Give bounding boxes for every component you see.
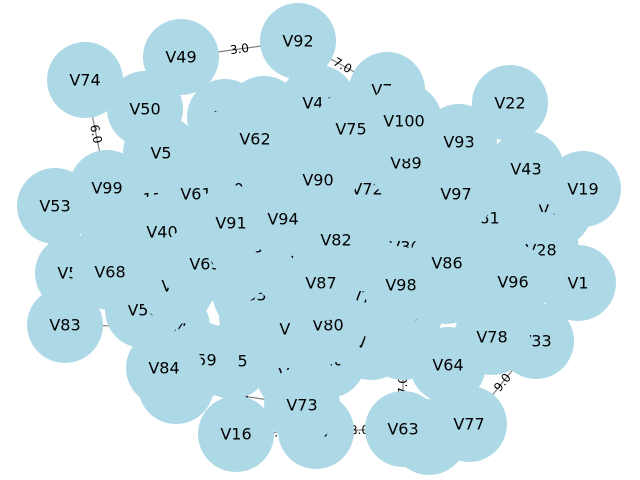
- node-V96: V96: [475, 244, 551, 320]
- node-V83: V83: [27, 287, 103, 363]
- node-circle-V100: [366, 83, 442, 159]
- edge-label-V63-V30: 7.0: [396, 376, 410, 395]
- edge-label-V74-V99: 6.0: [87, 123, 105, 145]
- node-label-V5: V5: [150, 144, 171, 163]
- node-circle-V92: [260, 3, 336, 79]
- node-layer: V1V2V3V4V5V6V7V8V9V10V11V12V13V14V15V16V…: [17, 3, 621, 475]
- node-circle-V84: [126, 330, 202, 406]
- node-circle-V87: [283, 245, 359, 321]
- node-label-V64: V64: [432, 356, 463, 375]
- node-circle-V74: [47, 42, 123, 118]
- node-label-V75: V75: [335, 120, 366, 139]
- node-circle-V94: [245, 181, 321, 257]
- node-label-V1: V1: [567, 274, 588, 293]
- node-label-V50: V50: [129, 100, 160, 119]
- node-V84: V84: [126, 330, 202, 406]
- node-label-V83: V83: [49, 316, 80, 335]
- node-label-V91: V91: [215, 214, 246, 233]
- node-V68: V68: [72, 234, 148, 310]
- node-label-V22: V22: [494, 94, 525, 113]
- node-circle-V96: [475, 244, 551, 320]
- node-label-V87: V87: [305, 274, 336, 293]
- node-label-V40: V40: [146, 223, 177, 242]
- node-V19: V19: [545, 151, 621, 227]
- node-label-V73: V73: [286, 396, 317, 415]
- node-label-V53: V53: [39, 197, 70, 216]
- node-V16: V16: [198, 396, 274, 472]
- node-V92: V92: [260, 3, 336, 79]
- node-V77: V77: [431, 386, 507, 462]
- node-circle-V83: [27, 287, 103, 363]
- edge-label-V92-V49: 3.0: [229, 41, 250, 57]
- node-circle-V63: [365, 391, 441, 467]
- node-label-V16: V16: [220, 425, 251, 444]
- node-label-V86: V86: [431, 254, 462, 273]
- node-label-V93: V93: [443, 133, 474, 152]
- node-V87: V87: [283, 245, 359, 321]
- node-circle-V97: [418, 156, 494, 232]
- node-circle-V50: [107, 71, 183, 147]
- node-label-V74: V74: [69, 71, 100, 90]
- node-V74: V74: [47, 42, 123, 118]
- node-V100: V100: [366, 83, 442, 159]
- node-V50: V50: [107, 71, 183, 147]
- node-label-V78: V78: [476, 328, 507, 347]
- node-circle-V73: [264, 367, 340, 443]
- node-circle-V16: [198, 396, 274, 472]
- node-circle-V68: [72, 234, 148, 310]
- node-V99: V99: [69, 150, 145, 226]
- node-label-V97: V97: [440, 185, 471, 204]
- node-label-V84: V84: [148, 359, 179, 378]
- node-V94: V94: [245, 181, 321, 257]
- node-label-V100: V100: [383, 112, 424, 131]
- node-V62: V62: [217, 101, 293, 177]
- node-label-V99: V99: [91, 179, 122, 198]
- node-label-V43: V43: [510, 160, 541, 179]
- node-label-V94: V94: [267, 210, 298, 229]
- node-label-V92: V92: [282, 32, 313, 51]
- node-label-V82: V82: [320, 231, 351, 250]
- node-label-V49: V49: [165, 48, 196, 67]
- node-label-V19: V19: [567, 180, 598, 199]
- edge-label-V37-V63: 8.0: [350, 423, 369, 437]
- node-circle-V77: [431, 386, 507, 462]
- node-label-V96: V96: [497, 273, 528, 292]
- node-circle-V19: [545, 151, 621, 227]
- node-label-V77: V77: [453, 415, 484, 434]
- node-V63: V63: [365, 391, 441, 467]
- node-label-V90: V90: [302, 171, 333, 190]
- node-label-V98: V98: [385, 276, 416, 295]
- node-circle-V62: [217, 101, 293, 177]
- node-label-V62: V62: [239, 130, 270, 149]
- node-V98: V98: [363, 247, 439, 323]
- node-label-V68: V68: [94, 263, 125, 282]
- node-V73: V73: [264, 367, 340, 443]
- node-label-V63: V63: [387, 420, 418, 439]
- node-circle-V98: [363, 247, 439, 323]
- node-V97: V97: [418, 156, 494, 232]
- node-circle-V99: [69, 150, 145, 226]
